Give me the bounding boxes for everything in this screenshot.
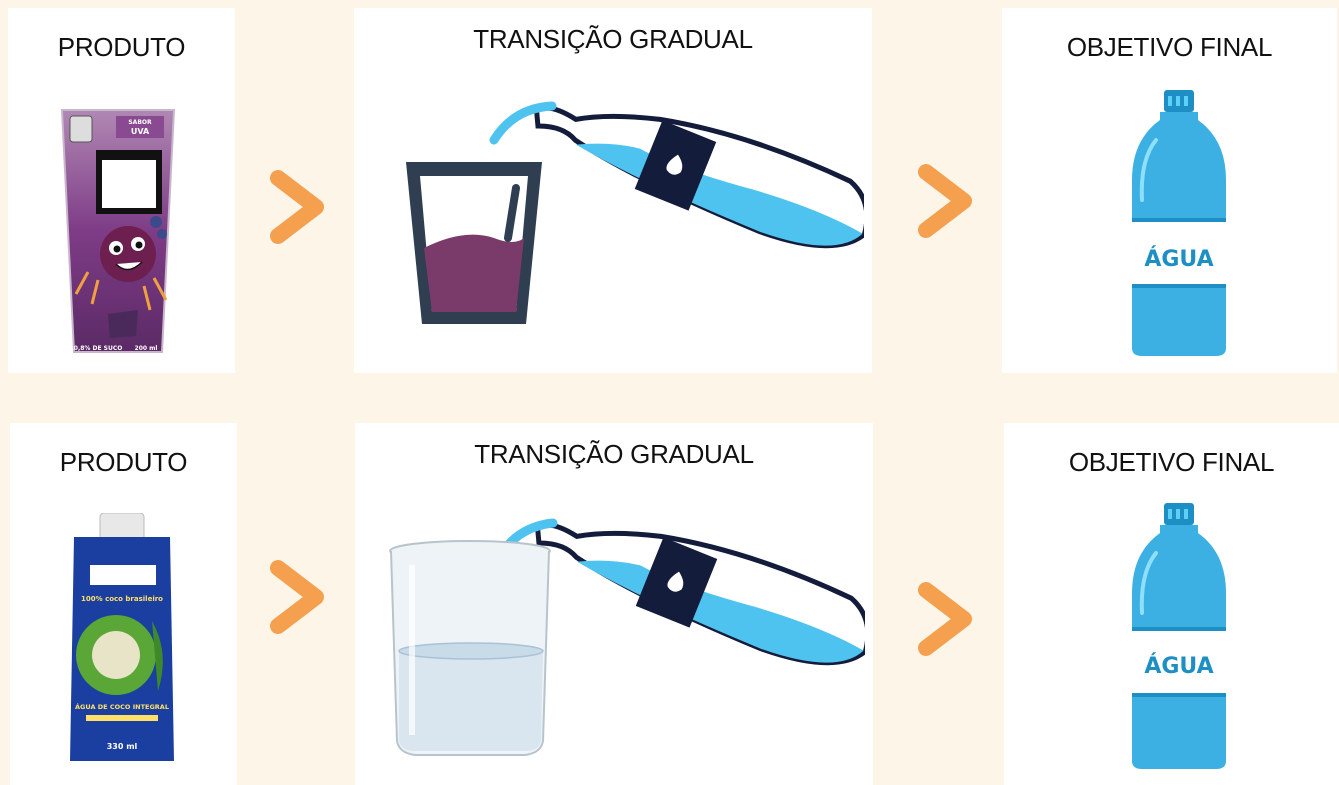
product-card: PRODUTO SABOR UVA 10,8% DE SUCO 200 ml [8,8,235,373]
bottle-label: ÁGUA [1144,246,1213,272]
chevron-right-icon [268,558,330,636]
pack-volume: 200 ml [135,345,158,352]
goal-card: OBJETIVO FINAL ÁGUA [1004,423,1339,785]
transition-card: TRANSIÇÃO GRADUAL [355,423,873,785]
goal-title: OBJETIVO FINAL [1004,447,1339,478]
product-title: PRODUTO [10,447,237,478]
pack-flavor-caption: SABOR [128,119,152,126]
transition-title: TRANSIÇÃO GRADUAL [354,24,872,55]
transition-title: TRANSIÇÃO GRADUAL [355,439,873,470]
pack-volume: 330 ml [107,742,138,751]
goal-title: OBJETIVO FINAL [1002,32,1337,63]
chevron-right-icon [916,580,978,658]
water-bottle-icon: ÁGUA [1130,90,1228,358]
water-pouring-into-beaker-icon [385,495,865,770]
water-pouring-into-juice-glass-icon [394,78,864,348]
product-title: PRODUTO [8,32,235,63]
transition-card: TRANSIÇÃO GRADUAL [354,8,872,373]
grape-juice-pack-icon: SABOR UVA 10,8% DE SUCO 200 ml [58,104,178,358]
chevron-right-icon [268,168,330,246]
goal-card: OBJETIVO FINAL ÁGUA [1002,8,1337,373]
pack-claim: 100% coco brasileiro [81,595,163,603]
product-card: PRODUTO 100% coco brasileiro ÁGUA DE COC… [10,423,237,785]
pack-flavor-name: UVA [131,127,150,136]
bottle-label: ÁGUA [1144,653,1213,679]
coconut-water-carton-icon: 100% coco brasileiro ÁGUA DE COCO INTEGR… [66,513,178,765]
pack-juice-percent: 10,8% DE SUCO [70,345,123,352]
pack-product-name: ÁGUA DE COCO INTEGRAL [75,702,169,711]
chevron-right-icon [916,162,978,240]
water-bottle-icon: ÁGUA [1130,503,1228,771]
